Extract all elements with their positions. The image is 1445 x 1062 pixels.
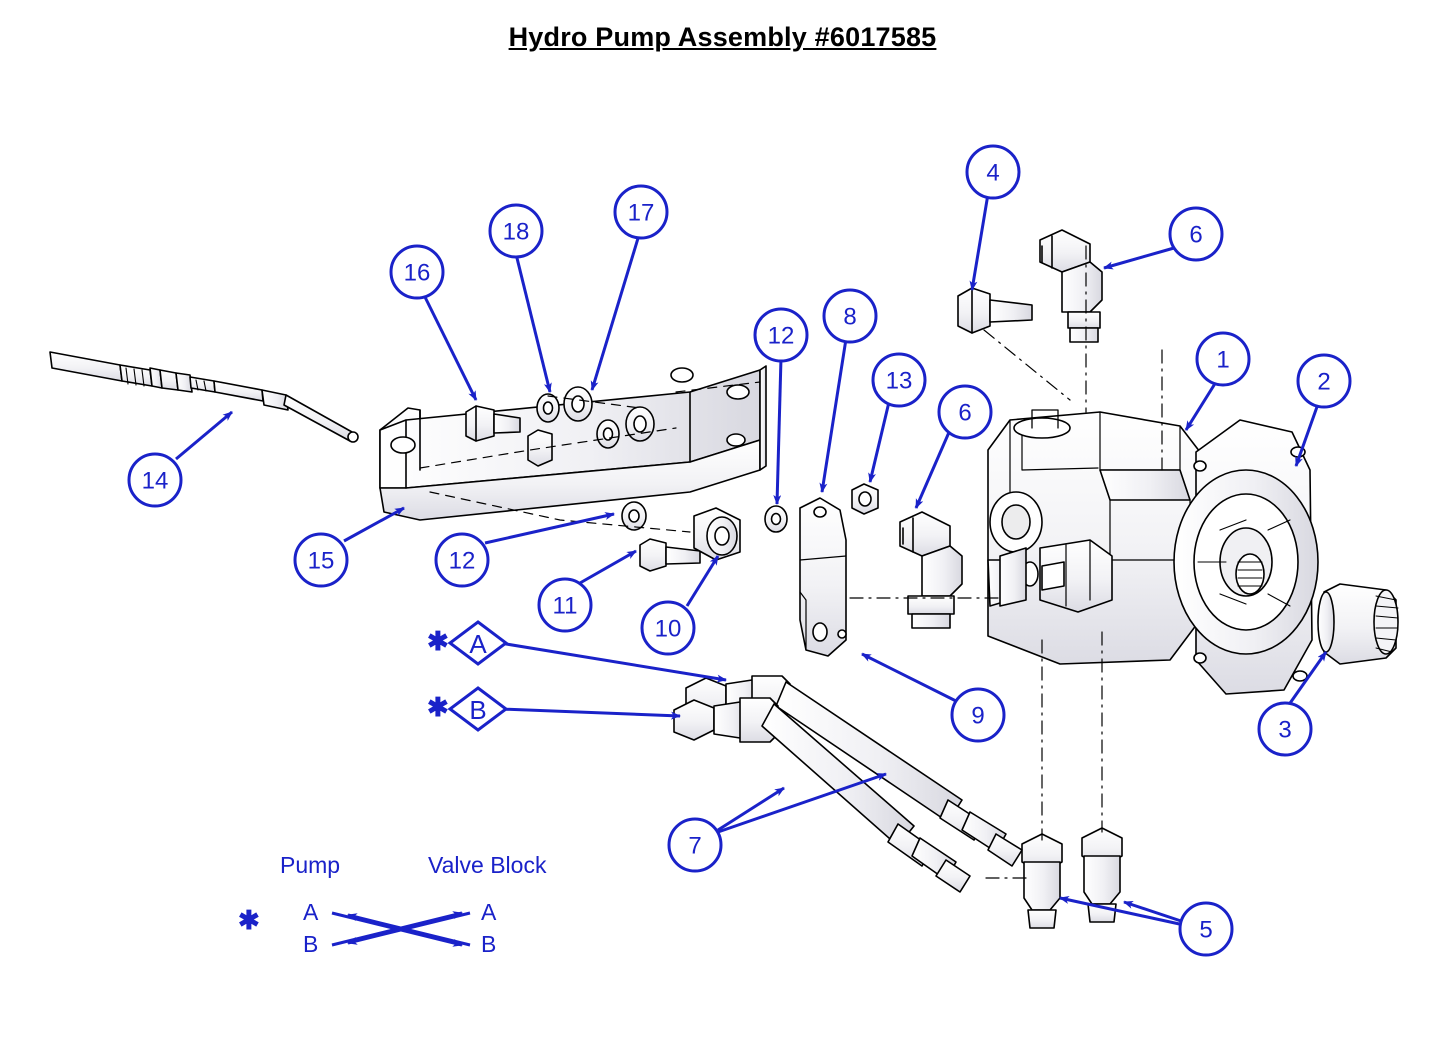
callout-11: 11 xyxy=(553,593,578,620)
part-flange-plate-2 xyxy=(1173,419,1319,695)
legend-pump-a: A xyxy=(303,899,319,925)
part-washer-12-left xyxy=(621,501,647,531)
diamond-a: A xyxy=(469,629,487,659)
star-marker-legend: ✱ xyxy=(238,905,260,935)
legend-valve-b: B xyxy=(481,931,496,957)
callout-16: 16 xyxy=(404,260,431,287)
callout-bubbles xyxy=(127,144,1352,957)
part-nut-13 xyxy=(851,483,879,515)
star-marker-b: ✱ xyxy=(427,692,449,722)
callout-3: 3 xyxy=(1278,717,1291,744)
part-hoses-7 xyxy=(673,675,1023,893)
legend-valve-header: Valve Block xyxy=(428,852,547,878)
part-bushing-10 xyxy=(693,507,741,561)
part-bolt-4 xyxy=(957,287,1033,334)
legend-cross-arrows xyxy=(331,911,471,947)
callout-9: 9 xyxy=(971,703,984,730)
alignment-lines xyxy=(419,381,761,533)
part-elbow-fitting-6-lower xyxy=(899,511,963,629)
part-fittings-5 xyxy=(1021,827,1123,929)
callout-14: 14 xyxy=(142,468,169,495)
part-elbow-fitting-6-top xyxy=(1039,229,1103,343)
callout-leaders xyxy=(175,193,1328,927)
callout-numbers: 4 6 18 17 16 1 2 12 8 13 6 14 15 12 11 1… xyxy=(142,160,1331,944)
part-washer-12-right xyxy=(764,505,788,533)
callout-5: 5 xyxy=(1199,917,1212,944)
diamond-b: B xyxy=(469,695,486,725)
legend-text: Pump Valve Block A B A B xyxy=(280,852,547,957)
callout-12b: 12 xyxy=(449,548,476,575)
legend-pump-b: B xyxy=(303,931,318,957)
callout-12a: 12 xyxy=(768,323,795,350)
part-cable-14 xyxy=(49,351,359,443)
callout-8: 8 xyxy=(843,304,856,331)
callout-6b: 6 xyxy=(958,400,971,427)
center-lines xyxy=(849,245,1163,879)
part-shaft-coupler-3 xyxy=(1317,583,1399,665)
page-title: Hydro Pump Assembly #6017585 xyxy=(508,22,937,52)
legend-pump-header: Pump xyxy=(280,852,340,878)
callout-13: 13 xyxy=(886,368,913,395)
callout-15: 15 xyxy=(308,548,335,575)
callout-6a: 6 xyxy=(1189,222,1202,249)
part-bolt-16 xyxy=(465,405,521,442)
legend-valve-a: A xyxy=(481,899,497,925)
callout-diamonds xyxy=(447,620,509,732)
callout-2: 2 xyxy=(1317,369,1330,396)
part-bolt-11 xyxy=(639,538,701,572)
callout-4: 4 xyxy=(986,160,999,187)
callout-7: 7 xyxy=(688,833,701,860)
star-marker-a: ✱ xyxy=(427,626,449,656)
callout-1: 1 xyxy=(1216,347,1229,374)
callout-10: 10 xyxy=(655,616,682,643)
part-pump-body-1 xyxy=(987,409,1201,665)
callout-17: 17 xyxy=(628,200,655,227)
callout-18: 18 xyxy=(503,219,530,246)
part-link-arm-8 xyxy=(799,497,847,657)
part-washers-18-17 xyxy=(527,386,655,467)
